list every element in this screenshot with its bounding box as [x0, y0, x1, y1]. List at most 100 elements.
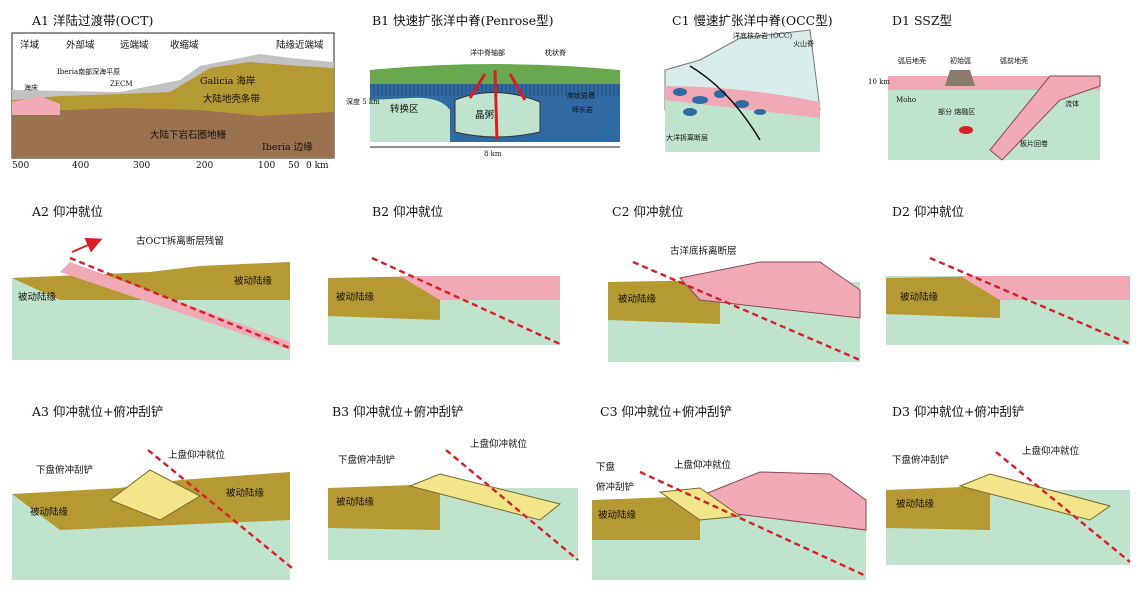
b3-upper: 上盘仰冲就位 — [470, 438, 528, 450]
b1-transform: 转换区 — [390, 103, 419, 115]
panel-a1: A1 洋陆过渡带(OCT) 洋域 外部域 远端域 收缩域 陆缘近端域 Iberi… — [11, 13, 335, 171]
d3-pm-label: 被动陆缘 — [896, 498, 935, 510]
d1-init-arc — [945, 70, 975, 86]
c3-melange — [658, 487, 742, 521]
a2-arrow — [71, 237, 103, 253]
c3-thrust — [639, 470, 867, 578]
a1-zone-2: 外部域 — [66, 39, 95, 51]
b2-pm — [328, 276, 440, 320]
d1-melt — [959, 126, 973, 134]
b3-pm-label: 被动陆缘 — [336, 496, 375, 508]
a1-seafloor-label: 海床 — [24, 83, 38, 92]
b3-thrust — [445, 449, 579, 561]
c1-title: C1 慢速扩张洋中脊(OCC型) — [672, 13, 833, 28]
a1-title: A1 洋陆过渡带(OCT) — [31, 13, 153, 28]
panel-c1: C1 慢速扩张洋中脊(OCC型) 洋底核杂岩 (OCC) 火山脊 大洋拆离断层 — [664, 13, 833, 152]
panel-b3: B3 仰冲就位+俯冲刮铲 下盘俯冲刮铲 上盘仰冲就位 被动陆缘 — [328, 404, 579, 561]
d1-fluid: 流体 — [1065, 99, 1079, 108]
panel-d3: D3 仰冲就位+俯冲刮铲 下盘俯冲刮铲 上盘仰冲就位 被动陆缘 — [886, 404, 1131, 565]
d1-depth: 10 km — [868, 78, 890, 86]
b2-thrust — [371, 256, 561, 346]
c2-pm-label: 被动陆缘 — [618, 293, 657, 305]
c3-upper: 上盘仰冲就位 — [674, 459, 732, 471]
b1-sheeted-label: 席状岩墙 — [567, 91, 595, 100]
b2-pm-label: 被动陆缘 — [336, 291, 375, 303]
c1-detach: 大洋拆离断层 — [666, 133, 708, 142]
a1-zone-5: 陆缘近端域 — [276, 39, 324, 51]
b1-gabbro-label: 辉长岩 — [572, 105, 593, 114]
a2-title: A2 仰冲就位 — [31, 204, 103, 219]
panel-a3: A3 仰冲就位+俯冲刮铲 下盘俯冲刮铲 上盘仰冲就位 被动陆缘 被动陆缘 — [12, 404, 293, 580]
panel-b2: B2 仰冲就位 被动陆缘 — [328, 204, 561, 346]
b1-depth: 深度 5 km — [346, 97, 380, 106]
c2-occ — [679, 261, 861, 319]
a2-pm-left: 被动陆缘 — [18, 291, 57, 303]
a1-zecm: ZECM — [110, 80, 133, 88]
d2-pm — [886, 276, 1000, 318]
d1-forearc: 弧前地壳 — [1000, 56, 1028, 65]
d3-melange — [958, 473, 1112, 521]
a1-axis-400: 400 — [72, 161, 89, 171]
a1-zone-4: 收缩域 — [170, 39, 199, 51]
a3-pm-right: 被动陆缘 — [226, 487, 265, 499]
d2-pm-label: 被动陆缘 — [900, 291, 939, 303]
b1-scale: 8 km — [484, 150, 502, 158]
a1-crust-label: 大陆地壳条带 — [203, 93, 261, 105]
b1-title: B1 快速扩张洋中脊(Penrose型) — [372, 13, 553, 28]
panel-d2: D2 仰冲就位 被动陆缘 — [886, 204, 1131, 346]
a1-zone-1: 洋域 — [20, 39, 40, 51]
b3-title: B3 仰冲就位+俯冲刮铲 — [332, 404, 464, 419]
panel-b1: B1 快速扩张洋中脊(Penrose型) 洋中脊轴部 枕状脊 转换区 晶粥 席状… — [346, 13, 620, 158]
c3-pm — [592, 496, 700, 540]
b1-crystal: 晶粥 — [475, 109, 494, 121]
a2-slab — [60, 262, 290, 350]
a1-axis-100: 100 — [258, 161, 275, 171]
a1-lith-label: 大陆下岩石圈地幔 — [150, 129, 227, 141]
a3-upper: 上盘仰冲就位 — [168, 449, 226, 461]
a3-title: A3 仰冲就位+俯冲刮铲 — [31, 404, 163, 419]
c1-detach-line — [689, 65, 761, 141]
a1-zone-3: 远端域 — [120, 39, 149, 51]
d1-partial: 部分 熔融区 — [938, 107, 975, 116]
a3-pm-left: 被动陆缘 — [30, 506, 69, 518]
d3-title: D3 仰冲就位+俯冲刮铲 — [892, 404, 1024, 419]
c2-thrust — [632, 260, 861, 362]
a1-axis-0: 0 km — [306, 161, 329, 171]
d3-upper: 上盘仰冲就位 — [1022, 445, 1080, 457]
c1-volcanic: 火山脊 — [793, 39, 814, 48]
b1-axis-label: 洋中脊轴部 — [470, 48, 505, 57]
a3-thrust — [147, 449, 293, 569]
b1-pillow: 枕状脊 — [545, 48, 566, 57]
d2-title: D2 仰冲就位 — [892, 204, 964, 219]
panel-a2: A2 仰冲就位 古OCT拆离断层残留 被动陆缘 被动陆缘 — [12, 204, 291, 360]
a1-margin: Iberia 边缘 — [262, 141, 313, 153]
panel-c2: C2 仰冲就位 古洋底拆离断层 被动陆缘 — [608, 204, 861, 362]
d1-title: D1 SSZ型 — [892, 13, 952, 28]
c1-gabbro-pods — [673, 88, 766, 116]
panel-c3: C3 仰冲就位+俯冲刮铲 下盘 俯冲刮铲 上盘仰冲就位 被动陆缘 — [592, 404, 867, 580]
d1-slab — [989, 75, 1101, 161]
c1-occ: 洋底核杂岩 (OCC) — [733, 31, 792, 40]
a1-axis-200: 200 — [196, 161, 213, 171]
d2-thrust — [929, 256, 1131, 346]
a1-seafloor — [12, 96, 60, 115]
b2-title: B2 仰冲就位 — [372, 204, 443, 219]
a1-galicia: Galicia 海岸 — [200, 75, 256, 87]
d2-upper — [960, 276, 1130, 300]
a2-pm — [12, 262, 290, 300]
c1-mantle — [665, 100, 820, 152]
b3-melange — [408, 473, 562, 521]
c3-title: C3 仰冲就位+俯冲刮铲 — [600, 404, 732, 419]
d1-backarc: 弧后地壳 — [898, 56, 926, 65]
c3-pm-label: 被动陆缘 — [598, 509, 637, 521]
panel-d1: D1 SSZ型 弧后地壳 初始弧 弧前地壳 10 km Moho 流体 部分 熔… — [868, 13, 1101, 161]
a1-lith — [12, 108, 334, 158]
d1-rollback: 板片回卷 — [1020, 139, 1048, 148]
a1-axis-50: 50 — [288, 161, 300, 171]
c2-detach: 古洋底拆离断层 — [670, 245, 737, 257]
d3-thrust — [995, 451, 1131, 563]
b3-lower: 下盘俯冲刮铲 — [338, 454, 396, 466]
d3-lower: 下盘俯冲刮铲 — [892, 454, 950, 466]
c3-lower1: 下盘 — [596, 461, 616, 473]
